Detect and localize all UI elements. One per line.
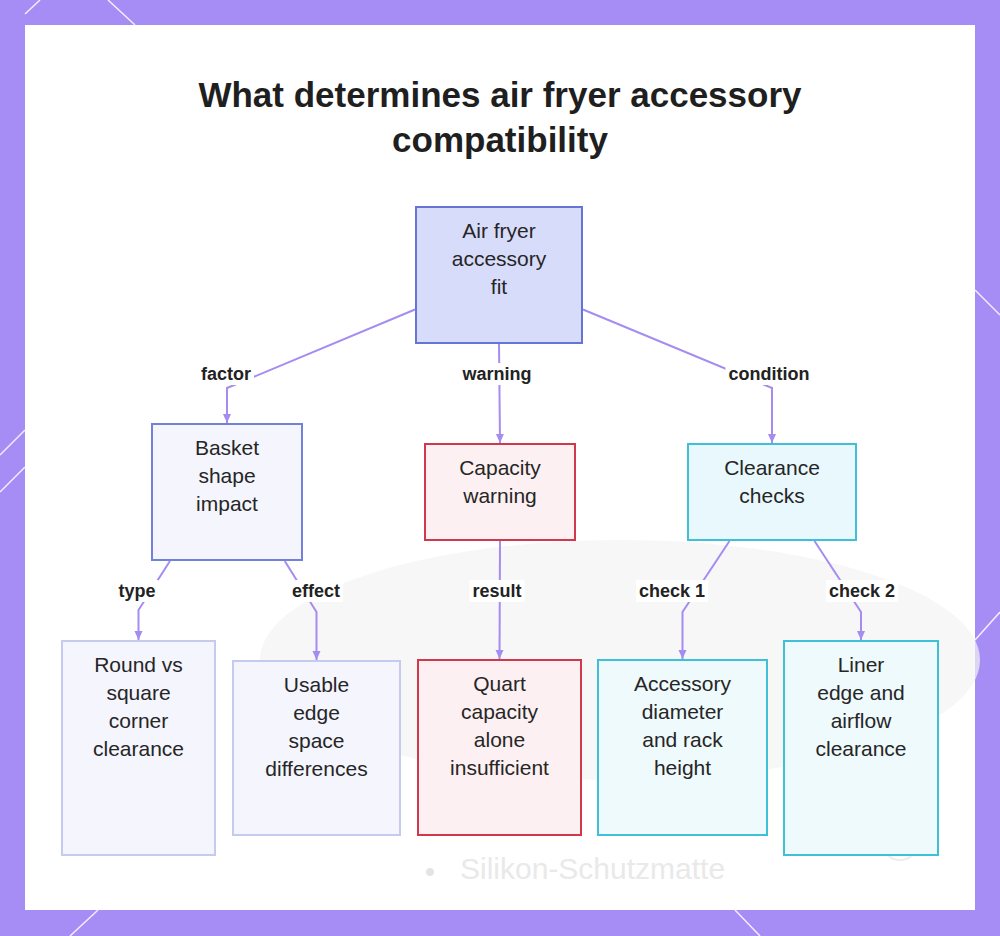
edge-label: condition	[726, 363, 813, 385]
edge-label: check 1	[636, 580, 708, 602]
connector-arrow	[285, 561, 317, 660]
node-text: Accessory diameter and rack height	[629, 670, 736, 782]
node-text: Quart capacity alone insufficient	[444, 670, 555, 782]
connector-arrow	[499, 344, 500, 443]
leaf-box: Quart capacity alone insufficient	[417, 659, 582, 836]
node-text: Basket shape impact	[179, 434, 275, 518]
node-text: Usable edge space differences	[263, 671, 370, 783]
edge-label: result	[469, 580, 524, 602]
leaf-box: Liner edge and airflow clearance	[783, 640, 939, 856]
title-text: What determines air fryer accessory comp…	[198, 75, 801, 159]
warning-box: Capacity warning	[424, 443, 576, 541]
watermark-text: Silikon-Schutzmatte	[460, 852, 725, 886]
node-text: Liner edge and airflow clearance	[815, 651, 907, 763]
node-text: Clearance checks	[699, 454, 845, 510]
edge-label: warning	[459, 363, 534, 385]
edge-label: factor	[198, 363, 254, 385]
leaf-box: Usable edge space differences	[232, 660, 401, 836]
diagram-title: What determines air fryer accessory comp…	[170, 72, 830, 162]
node-text: Air fryer accessory fit	[448, 217, 550, 301]
edge-label: type	[115, 580, 158, 602]
connector-arrow	[227, 310, 415, 424]
edge-label: effect	[289, 580, 343, 602]
factor-box: Basket shape impact	[151, 423, 303, 561]
leaf-box: Accessory diameter and rack height	[597, 659, 768, 836]
node-text: Round vs square corner clearance	[85, 651, 192, 763]
edge-label: check 2	[826, 580, 898, 602]
node-text: Capacity warning	[436, 454, 564, 510]
leaf-box: Round vs square corner clearance	[61, 640, 216, 856]
condition-box: Clearance checks	[687, 443, 857, 541]
root-box: Air fryer accessory fit	[415, 206, 583, 344]
